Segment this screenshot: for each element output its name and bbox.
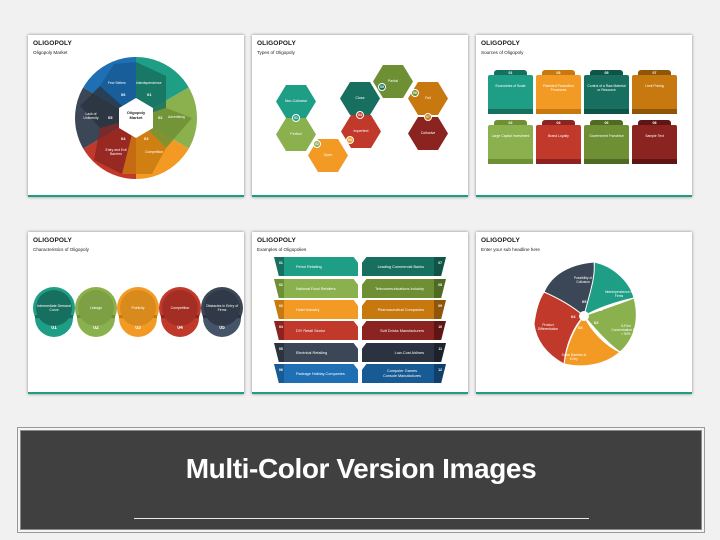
- characteristic-item: 01 Intermediate Demand Curve: [33, 287, 75, 339]
- example-ribbon: National Food Retailers 02: [274, 279, 358, 298]
- accent-bar: [476, 392, 692, 394]
- segment-label: Competition: [145, 150, 164, 154]
- hexagon-partial: Partial: [373, 65, 413, 98]
- slide-title: OLIGOPOLY: [481, 237, 520, 244]
- example-ribbon: Soft Drinks Manufacturers 10: [362, 321, 446, 340]
- segment-label: Advertising: [168, 115, 185, 119]
- petal-label: 5-Firm Concentration Ratio > 50%: [611, 324, 641, 337]
- step-badge: 01: [292, 114, 300, 122]
- slide-subtitle: Enter your sub headline here: [481, 247, 540, 252]
- accent-bar: [252, 195, 468, 197]
- example-ribbon: Package Holiday Companies 06: [274, 364, 358, 383]
- slide-thumbnail-oligopoly-market[interactable]: OLIGOPOLY Oligopoly Market Oligopoly Mar…: [28, 35, 244, 197]
- example-ribbon: Hotel Industry 03: [274, 300, 358, 319]
- accent-bar: [476, 195, 692, 197]
- petal-number: 02: [594, 320, 599, 325]
- example-ribbon: Pharmaceutical Companies 09: [362, 300, 446, 319]
- step-badge: 02: [313, 140, 321, 148]
- banner-heading: Multi-Color Version Images: [185, 453, 537, 484]
- segment-label: Entry and Exit Barriers: [105, 148, 127, 157]
- characteristic-item: 03 Publicity: [117, 287, 159, 339]
- petal-label: Possibility of Collusion: [573, 276, 593, 285]
- hexagon-full: Full: [408, 82, 448, 115]
- example-ribbon: DIY Retail Sector 04: [274, 321, 358, 340]
- slide-subtitle: Characteristics of Oligopoly: [33, 247, 89, 252]
- slide-title: OLIGOPOLY: [33, 237, 72, 244]
- petal-diagram: [533, 261, 637, 367]
- slide-thumbnail-examples[interactable]: OLIGOPOLY Examples of Oligopolies Petrol…: [252, 232, 468, 394]
- segment-number: 05: [108, 115, 113, 120]
- slide-title: OLIGOPOLY: [257, 237, 296, 244]
- petal-label: Some Barriers to Entry: [561, 353, 587, 362]
- petal-label: Product Differentiation: [537, 323, 559, 332]
- center-label: Oligopoly Market: [126, 110, 146, 120]
- slide-subtitle: Examples of Oligopolies: [257, 247, 307, 252]
- segment-label: Interdependence: [136, 81, 162, 85]
- segment-number: 06: [121, 92, 126, 97]
- example-ribbon: Petrol Retailing 01: [274, 257, 358, 276]
- step-badge: 06: [411, 89, 419, 97]
- segment-number: 04: [121, 136, 126, 141]
- hexagon-ring-diagram: [75, 57, 197, 179]
- petal-number: 01: [598, 307, 603, 312]
- accent-bar: [28, 195, 244, 197]
- segment-label: Few Sellers: [108, 81, 126, 85]
- slide-title: OLIGOPOLY: [33, 40, 72, 47]
- segment-label: Lack of Uniformity: [83, 112, 99, 121]
- slide-subtitle: Oligopoly Market: [33, 50, 68, 55]
- slide-title: OLIGOPOLY: [481, 40, 520, 47]
- example-ribbon: Leading Commercial Banks 07: [362, 257, 446, 276]
- petal-number: 05: [582, 299, 587, 304]
- example-ribbon: Electrical Retailing 05: [274, 343, 358, 362]
- step-badge: 07: [424, 113, 432, 121]
- step-badge: 03: [346, 136, 354, 144]
- example-ribbon: Low-Cost Airlines 11: [362, 343, 446, 362]
- slide-thumbnail-petal-diagram[interactable]: OLIGOPOLY Enter your sub headline here I…: [476, 232, 692, 394]
- segment-number: 01: [147, 92, 152, 97]
- characteristic-item: 05 Obstacles in Entry of Firms: [201, 287, 243, 339]
- slide-thumbnail-characteristics[interactable]: OLIGOPOLY Characteristics of Oligopoly 0…: [28, 232, 244, 394]
- petal-number: 04: [571, 314, 576, 319]
- characteristic-item: 02 Linkage: [75, 287, 117, 339]
- step-badge: 05: [378, 83, 386, 91]
- section-banner: Multi-Color Version Images: [20, 430, 702, 530]
- hexagon-collusive: Collusive: [408, 117, 448, 150]
- segment-number: 02: [158, 115, 163, 120]
- slide-subtitle: Types of Oligopoly: [257, 50, 295, 55]
- hexagon-perfect: Perfect: [276, 118, 316, 151]
- petal-number: 03: [578, 325, 583, 330]
- characteristic-item: 04 Competition: [159, 287, 201, 339]
- slide-thumbnail-types-of-oligopoly[interactable]: OLIGOPOLY Types of Oligopoly Non-Collusi…: [252, 35, 468, 197]
- accent-bar: [252, 392, 468, 394]
- example-ribbon: Computer Games Console Manufactures 12: [362, 364, 446, 383]
- petal-label: Interdependence of Firms: [604, 290, 634, 299]
- accent-bar: [28, 392, 244, 394]
- slide-title: OLIGOPOLY: [257, 40, 296, 47]
- slide-subtitle: Sources of Oligopoly: [481, 50, 524, 55]
- banner-underline: [134, 518, 589, 519]
- step-badge: 04: [356, 111, 364, 119]
- segment-number: 03: [144, 136, 149, 141]
- example-ribbon: Telecommunications Industry 08: [362, 279, 446, 298]
